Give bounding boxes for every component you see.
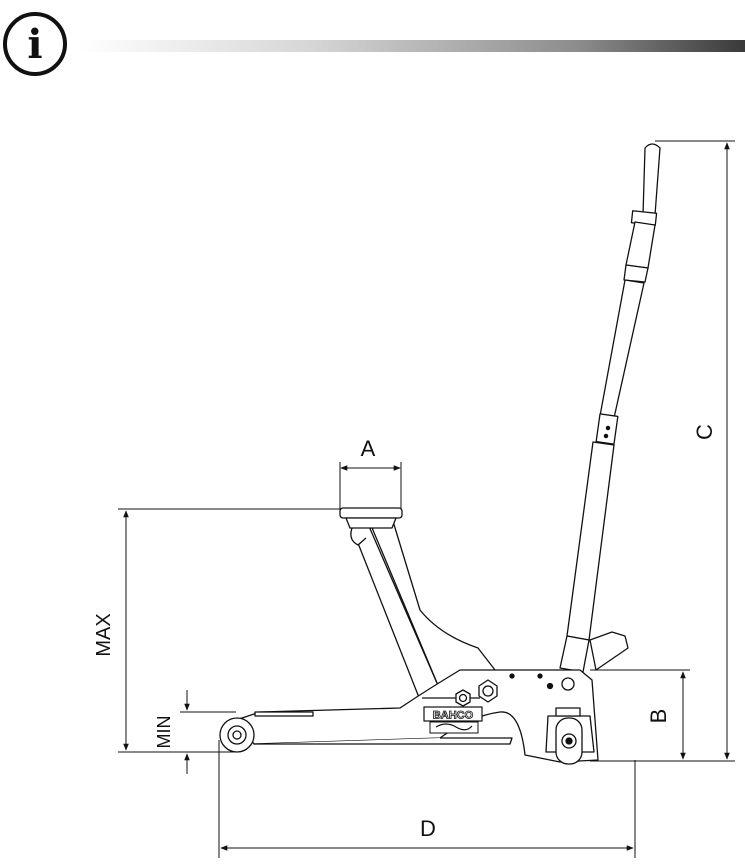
info-glyph: i <box>27 20 43 68</box>
dimension-min <box>180 690 236 774</box>
jack-handle <box>559 143 661 673</box>
front-roller <box>219 717 255 753</box>
info-icon: i <box>3 12 67 76</box>
dimension-min-label: MIN <box>154 716 174 749</box>
dimension-max <box>118 508 345 753</box>
header-gradient-bar <box>78 40 745 52</box>
dimension-max-label: MAX <box>93 613 115 656</box>
bahco-logo: BAHCO <box>423 706 483 734</box>
floor-jack <box>219 143 661 765</box>
saddle <box>339 507 403 529</box>
dimension-a <box>339 462 402 512</box>
dimension-c-label: C <box>692 424 717 440</box>
dimension-b-label: B <box>646 709 671 724</box>
chassis <box>235 669 599 763</box>
dimension-d <box>218 740 636 858</box>
dimension-c <box>590 140 735 762</box>
rear-caster-wheel <box>545 707 595 765</box>
dimension-a-label: A <box>361 436 376 461</box>
dimension-d-label: D <box>420 816 436 841</box>
dimension-b <box>590 669 690 760</box>
bahco-logo-text: BAHCO <box>433 710 474 722</box>
hex-nuts <box>455 673 575 707</box>
